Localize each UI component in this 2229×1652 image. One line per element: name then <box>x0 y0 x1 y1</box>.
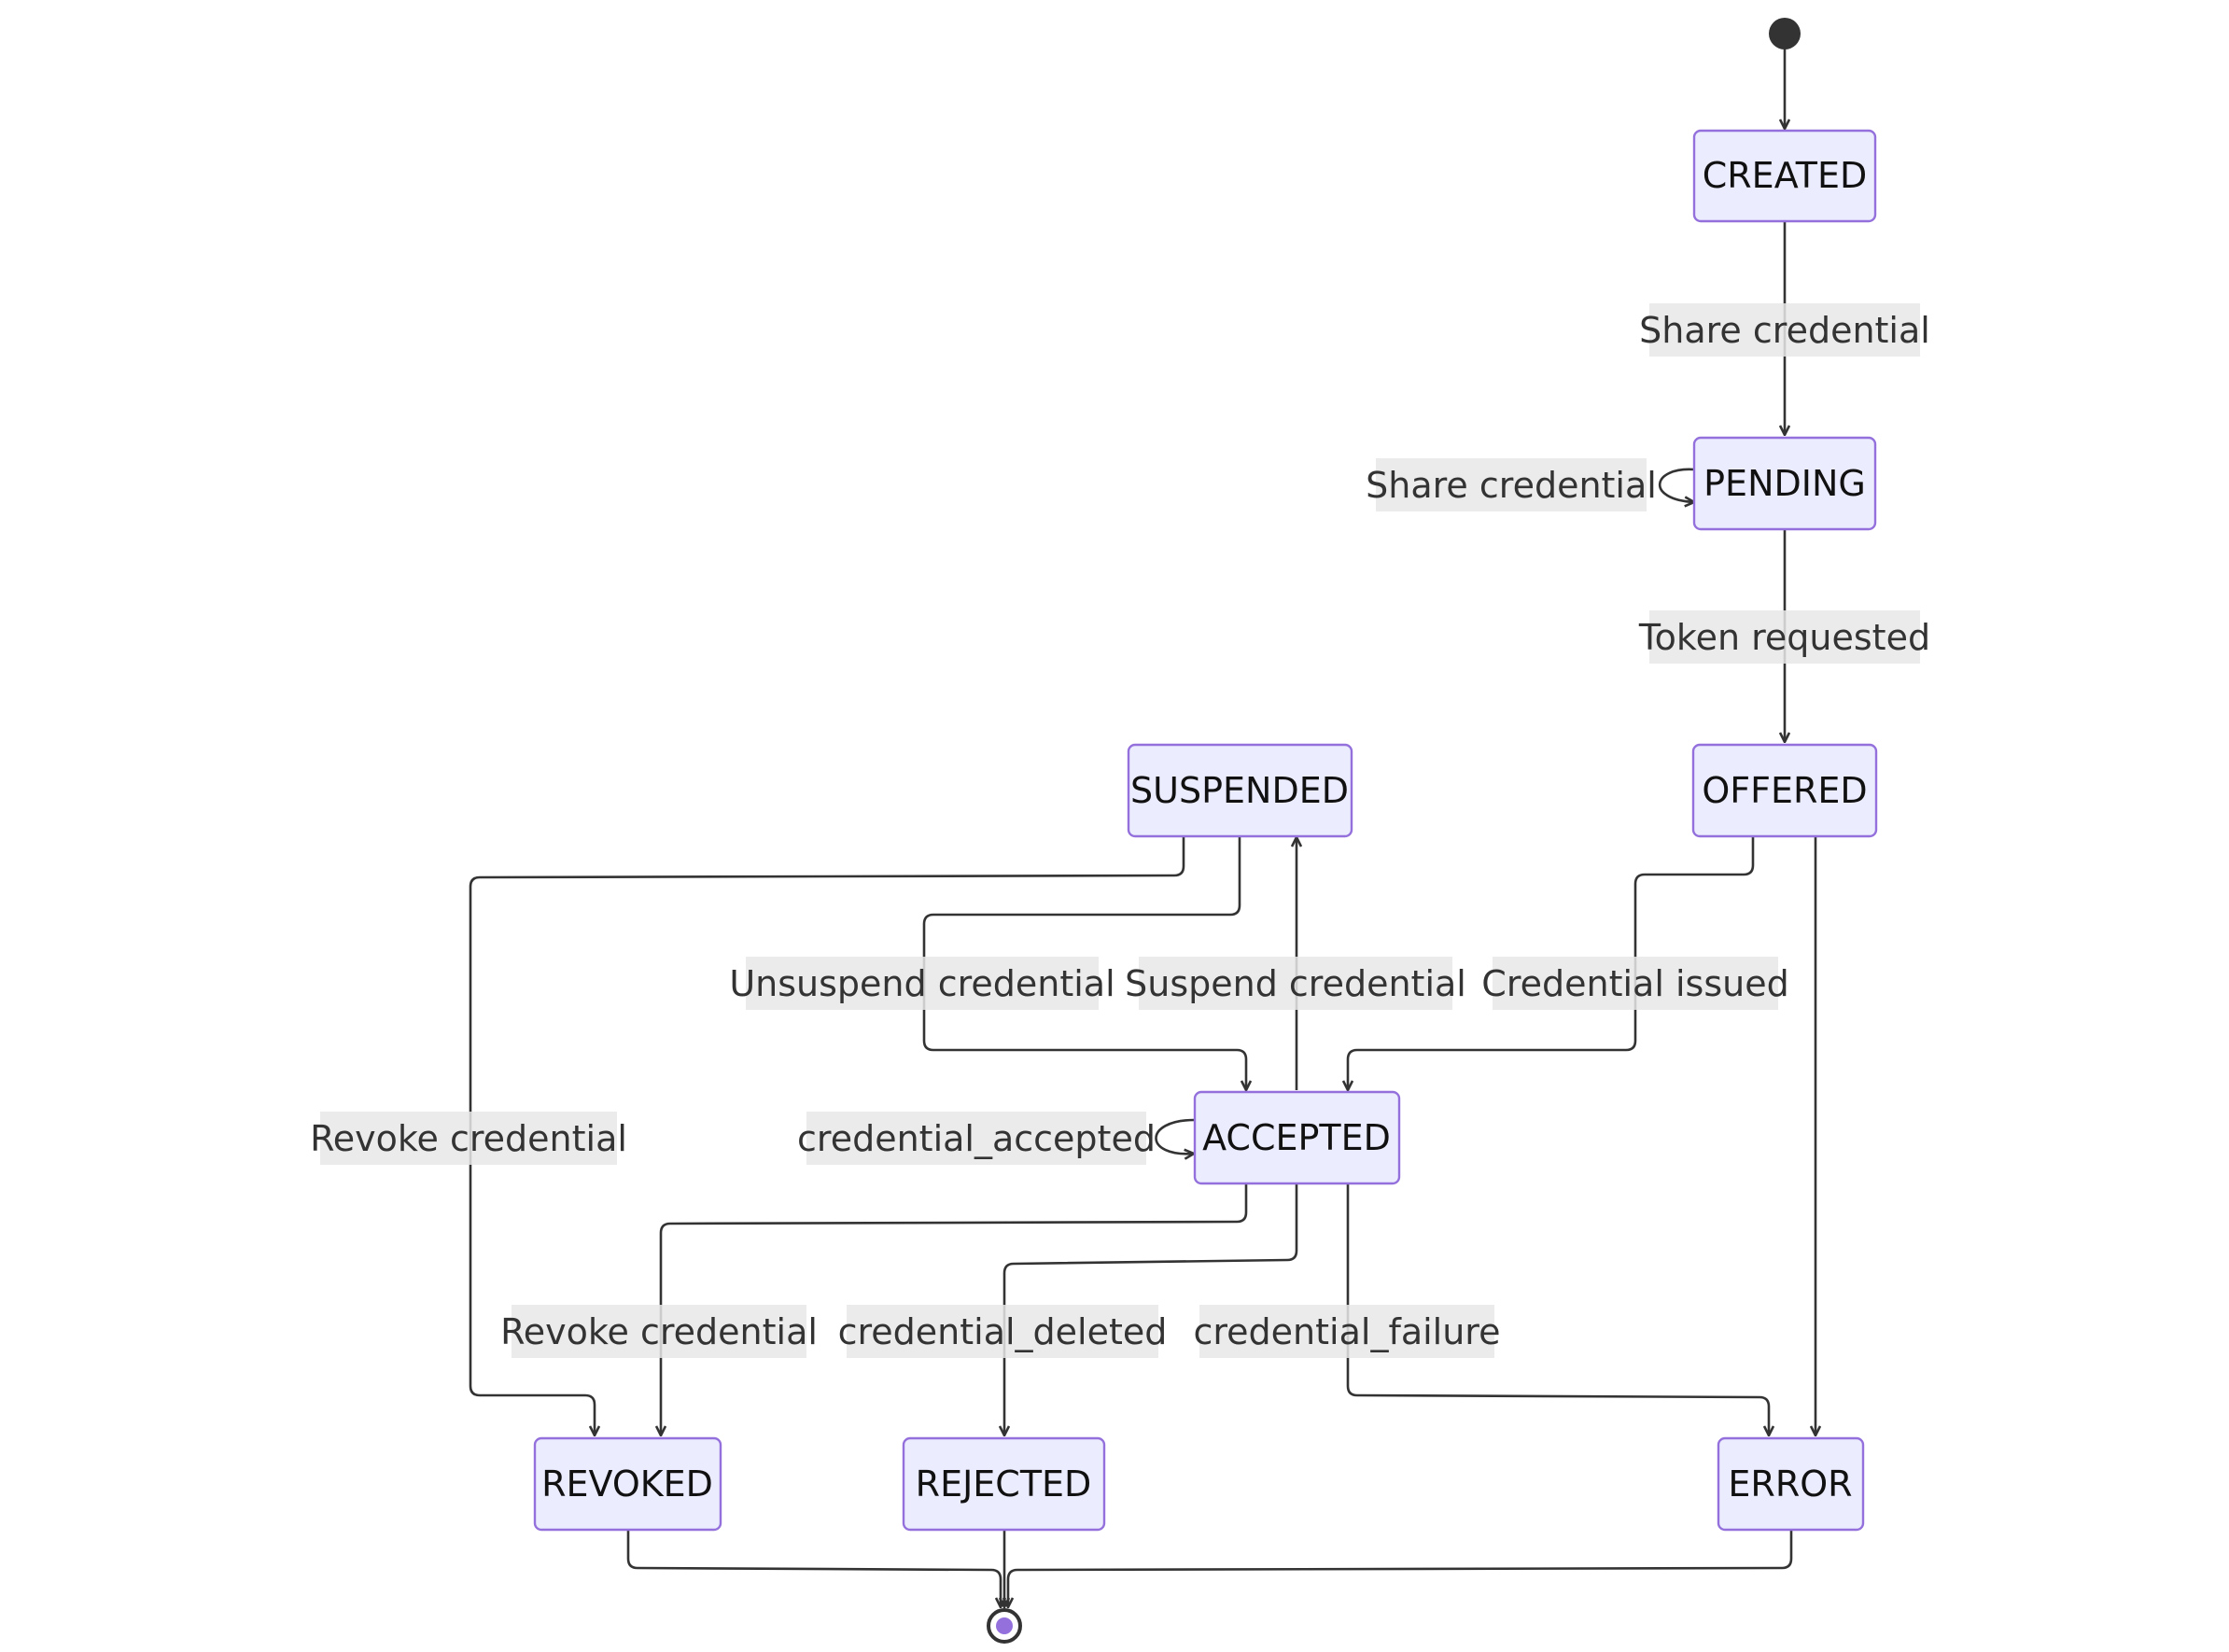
state-label: PENDING <box>1703 463 1866 504</box>
end-state <box>987 1608 1022 1644</box>
state-label: OFFERED <box>1702 770 1867 811</box>
state-created[interactable]: CREATED <box>1692 129 1877 223</box>
label-accepted-to-rejected: credential_deleted <box>838 1305 1168 1358</box>
start-state-dot <box>1769 18 1801 49</box>
state-label: CREATED <box>1703 155 1867 196</box>
label-text: Share credential <box>1639 310 1930 351</box>
state-suspended[interactable]: SUSPENDED <box>1127 743 1353 838</box>
end-state-dot <box>996 1617 1013 1634</box>
label-created-to-pending: Share credential <box>1639 303 1930 357</box>
label-accepted-self: credential_accepted <box>797 1112 1156 1165</box>
label-accepted-to-suspended: Suspend credential <box>1125 957 1466 1010</box>
state-revoked[interactable]: REVOKED <box>533 1436 722 1532</box>
label-text: credential_failure <box>1194 1311 1501 1352</box>
state-pending[interactable]: PENDING <box>1692 436 1877 531</box>
label-text: Token requested <box>1638 617 1930 658</box>
state-label: REVOKED <box>541 1463 713 1505</box>
state-label: REJECTED <box>916 1463 1092 1505</box>
state-label: ERROR <box>1728 1463 1852 1505</box>
label-text: Revoke credential <box>500 1311 818 1352</box>
edge-error-to-end <box>1008 1530 1793 1607</box>
edge-accepted-self-loop <box>1155 1118 1195 1154</box>
label-text: Unsuspend credential <box>729 963 1114 1004</box>
state-label: ACCEPTED <box>1202 1117 1391 1158</box>
edge-accepted-to-rejected <box>1004 1183 1298 1435</box>
state-label: SUSPENDED <box>1130 770 1349 811</box>
edge-pending-self-loop <box>1658 468 1694 502</box>
label-text: Share credential <box>1366 465 1657 506</box>
label-text: Revoke credential <box>310 1118 627 1159</box>
edge-labels: Share credential Share credential Token … <box>310 303 1930 1358</box>
label-pending-to-offered: Token requested <box>1638 610 1930 664</box>
state-nodes: CREATED PENDING OFFERED SUSPENDED ACCEPT… <box>533 129 1878 1532</box>
label-offered-to-accepted: Credential issued <box>1481 957 1789 1010</box>
label-text: credential_accepted <box>797 1118 1156 1159</box>
label-suspended-to-accepted: Unsuspend credential <box>729 957 1115 1010</box>
label-accepted-to-revoked: Revoke credential <box>500 1305 818 1358</box>
label-text: Suspend credential <box>1125 963 1466 1004</box>
state-error[interactable]: ERROR <box>1717 1436 1865 1532</box>
label-pending-self: Share credential <box>1366 458 1657 511</box>
label-text: credential_deleted <box>838 1311 1168 1352</box>
label-suspended-to-revoked: Revoke credential <box>310 1112 627 1165</box>
state-offered[interactable]: OFFERED <box>1691 743 1878 838</box>
edge-accepted-to-error <box>1346 1183 1769 1435</box>
edge-accepted-to-revoked <box>661 1183 1248 1435</box>
label-text: Credential issued <box>1481 963 1788 1004</box>
label-accepted-to-error: credential_failure <box>1194 1305 1501 1358</box>
state-rejected[interactable]: REJECTED <box>902 1436 1106 1532</box>
edge-revoked-to-end <box>626 1530 1001 1607</box>
state-accepted[interactable]: ACCEPTED <box>1193 1090 1401 1185</box>
